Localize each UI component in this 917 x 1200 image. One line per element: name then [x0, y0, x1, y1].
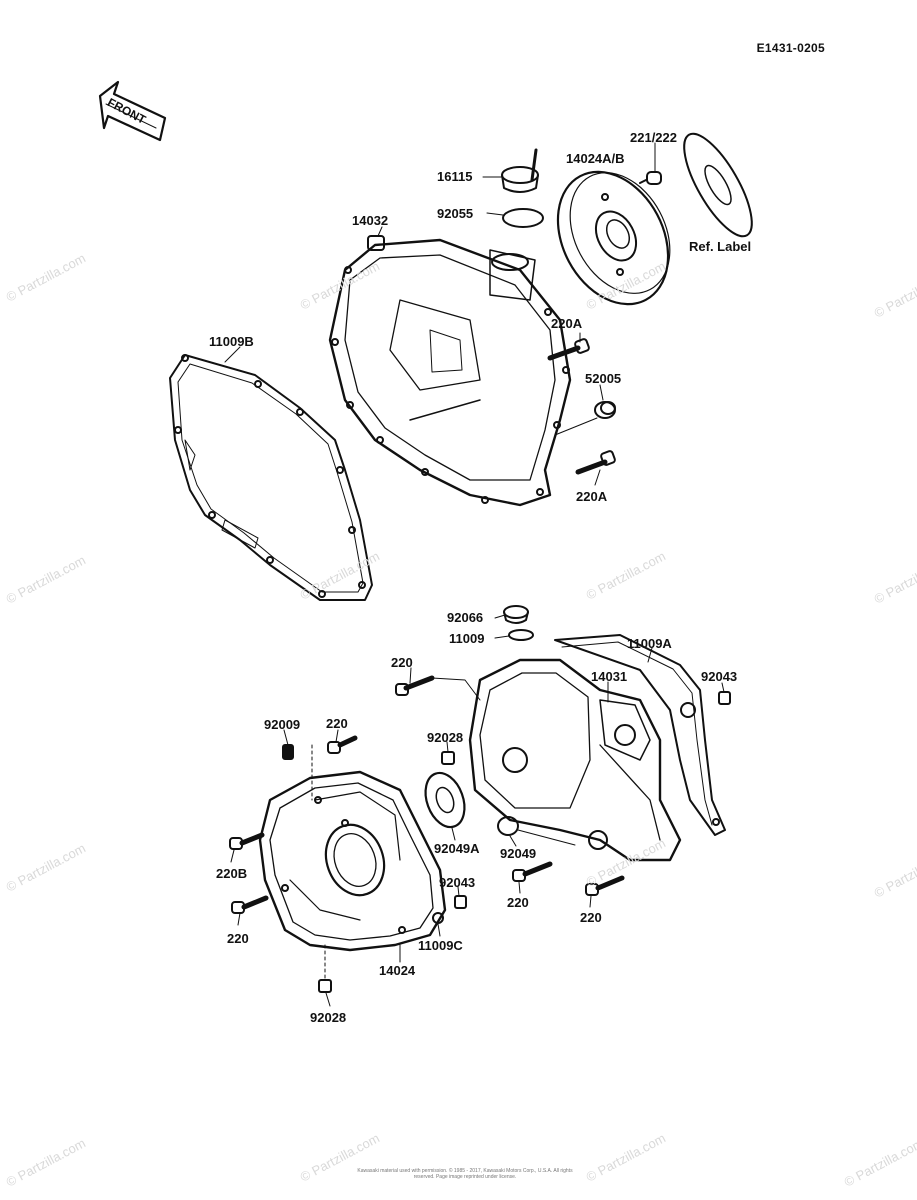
- label-14024: 14024: [379, 963, 416, 978]
- label-92043-left: 92043: [439, 875, 476, 890]
- label-221-222: 221/222: [630, 130, 677, 145]
- label-11009b: 11009B: [209, 334, 254, 349]
- label-14024ab: 14024A/B: [566, 151, 625, 166]
- bolt-220-lower-right: [585, 875, 625, 896]
- bolt-220b: [229, 832, 265, 850]
- dowel-92028-mid: [441, 751, 455, 765]
- bolt-220a-top: [547, 338, 590, 361]
- ref-label-disc: [683, 132, 753, 238]
- label-220-lower-right: 220: [580, 910, 602, 925]
- label-220-left-top: 220: [326, 716, 348, 731]
- label-220-left-bottom: 220: [227, 931, 249, 946]
- label-92066: 92066: [447, 610, 484, 625]
- bolt-220-left-bottom: [231, 895, 269, 914]
- plug-52005: [554, 401, 616, 436]
- oring-92055: [502, 208, 544, 228]
- label-92055: 92055: [437, 206, 474, 221]
- bolt-220a-bottom: [575, 450, 616, 475]
- label-14031: 14031: [591, 669, 628, 684]
- washer-11009: [508, 629, 534, 641]
- dowel-92043-right: [718, 691, 731, 705]
- gasket-11009a: [554, 634, 726, 836]
- label-92028-bottom: 92028: [310, 1010, 347, 1025]
- label-220-lower-mid: 220: [507, 895, 529, 910]
- label-220b: 220B: [216, 866, 248, 881]
- label-220-upper: 220: [391, 655, 413, 670]
- label-11009: 11009: [449, 631, 485, 646]
- bolt-220-upper: [395, 675, 481, 701]
- leader-lines: [224, 142, 725, 1007]
- front-arrow-icon: [98, 80, 167, 142]
- cover-14024: [258, 744, 447, 979]
- screw-221-222: [639, 171, 662, 185]
- bolt-220-lower-mid: [512, 861, 553, 882]
- diagram-code: E1431-0205: [756, 41, 825, 55]
- pin-92009: [282, 744, 294, 760]
- cap-16115: [501, 148, 539, 193]
- dowel-92028-bottom: [318, 979, 332, 993]
- label-16115: 16115: [437, 169, 473, 184]
- cover-14031: [468, 658, 682, 862]
- label-92049a: 92049A: [434, 841, 480, 856]
- label-92028-mid: 92028: [427, 730, 464, 745]
- label-ref-label: Ref. Label: [689, 239, 752, 254]
- label-11009c: 11009C: [418, 938, 463, 953]
- bushing-92049: [497, 816, 576, 846]
- label-220a-bottom: 220A: [576, 489, 608, 504]
- gasket-11009b: [169, 354, 373, 601]
- label-92049: 92049: [500, 846, 537, 861]
- label-52005: 52005: [585, 371, 622, 386]
- label-14032: 14032: [352, 213, 389, 228]
- copyright-notice: Kawasaki material used with permission. …: [357, 1168, 573, 1180]
- cover-14032: [328, 235, 572, 507]
- ring-11009c: [432, 912, 444, 924]
- label-92009: 92009: [264, 717, 301, 732]
- label-92043-right: 92043: [701, 669, 738, 684]
- plug-92066: [503, 605, 529, 624]
- bolt-220-left-top: [327, 735, 358, 754]
- seal-92049a: [424, 771, 466, 829]
- label-220a-top: 220A: [551, 316, 583, 331]
- cover-14024ab: [556, 170, 671, 306]
- dowel-92043-left: [454, 895, 467, 909]
- label-11009a: 11009A: [627, 636, 672, 651]
